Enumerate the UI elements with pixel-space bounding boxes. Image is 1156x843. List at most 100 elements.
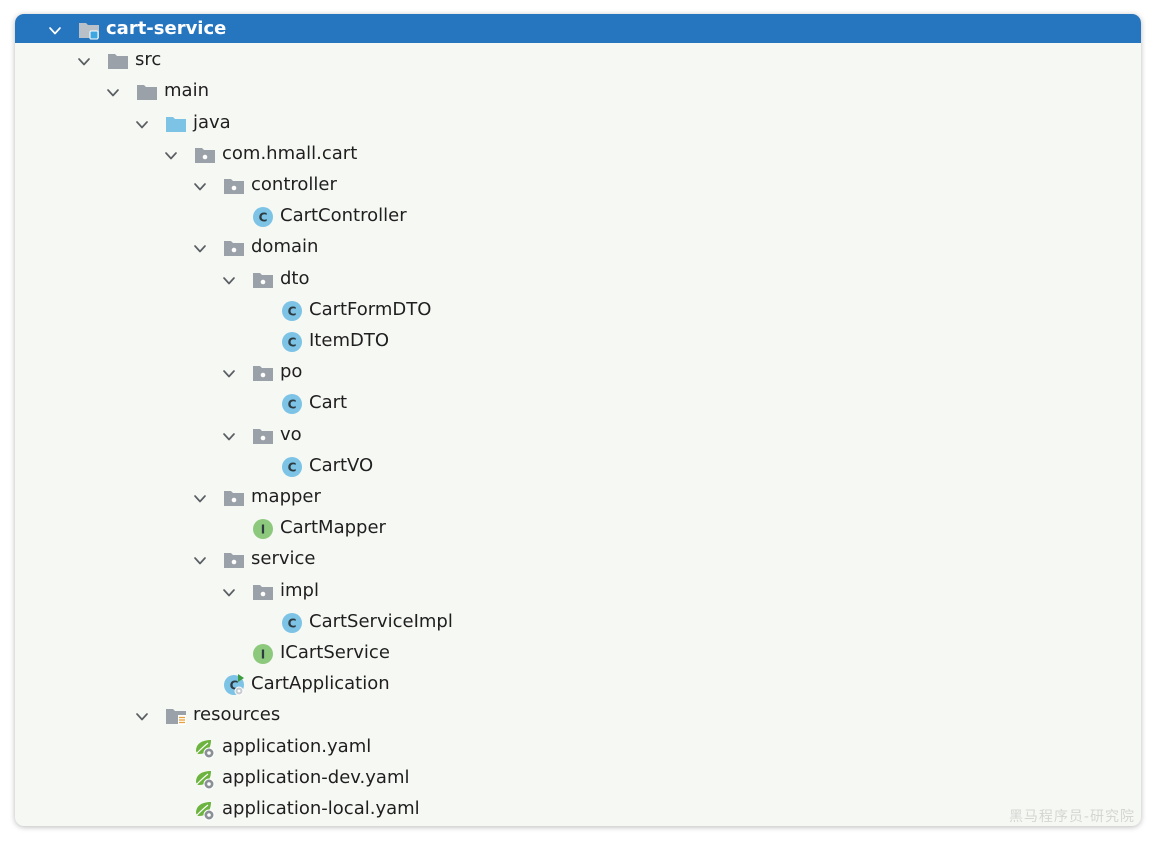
class-icon: C <box>281 331 303 353</box>
resources-folder-icon <box>165 705 187 727</box>
svg-text:C: C <box>288 616 297 630</box>
tree-item-java[interactable]: java <box>15 108 1141 139</box>
chevron-down-icon[interactable] <box>193 178 207 192</box>
tree-item-cart[interactable]: C Cart <box>15 388 1141 419</box>
chevron-down-icon[interactable] <box>193 240 207 254</box>
chevron-down-icon[interactable] <box>164 147 178 161</box>
tree-item-label: ItemDTO <box>309 330 389 351</box>
spring-boot-app-icon: C <box>223 674 245 696</box>
chevron-down-icon[interactable] <box>222 584 236 598</box>
tree-item-label: resources <box>193 704 281 726</box>
watermark: 黑马程序员-研究院 <box>1008 809 1135 825</box>
chevron-down-icon[interactable] <box>193 490 207 504</box>
tree-item-label: com.hmall.cart <box>222 142 358 164</box>
chevron-down-icon[interactable] <box>135 708 149 722</box>
package-icon <box>252 581 274 603</box>
tree-item-label: src <box>135 49 162 71</box>
tree-item-cartformdto[interactable]: C CartFormDTO <box>15 295 1141 326</box>
tree-item-label: po <box>280 361 303 383</box>
tree-item-label: dto <box>280 267 310 289</box>
tree-item-label: CartVO <box>309 454 374 476</box>
package-icon <box>223 175 245 197</box>
folder-icon <box>107 50 129 72</box>
class-icon: C <box>281 456 303 478</box>
tree-item-main[interactable]: main <box>15 76 1141 107</box>
svg-text:C: C <box>259 211 268 225</box>
chevron-down-icon[interactable] <box>193 552 207 566</box>
chevron-down-icon[interactable] <box>222 272 236 286</box>
tree-item-label: domain <box>251 236 319 258</box>
tree-item-cartcontroller[interactable]: C CartController <box>15 201 1141 232</box>
interface-icon: I <box>252 518 274 540</box>
tree-item-cartapplication[interactable]: C CartApplication <box>15 669 1141 700</box>
tree-item-label: main <box>164 80 209 102</box>
tree-item-com-hmall-cart[interactable]: com.hmall.cart <box>15 139 1141 170</box>
chevron-down-icon[interactable] <box>222 365 236 379</box>
tree-item-label: CartController <box>280 205 407 227</box>
package-icon <box>223 237 245 259</box>
tree-item-label: application.yaml <box>222 735 372 757</box>
chevron-down-icon[interactable] <box>135 116 149 130</box>
tree-item-icartservice[interactable]: I ICartService <box>15 638 1141 669</box>
tree-item-cartserviceimpl[interactable]: C CartServiceImpl <box>15 607 1141 638</box>
tree-item-po[interactable]: po <box>15 357 1141 388</box>
tree-item-label: CartServiceImpl <box>309 610 453 632</box>
svg-text:I: I <box>261 523 265 537</box>
tree-item-cartvo[interactable]: C CartVO <box>15 451 1141 482</box>
package-icon <box>223 487 245 509</box>
tree-item-cartmapper[interactable]: I CartMapper <box>15 513 1141 544</box>
tree-item-domain[interactable]: domain <box>15 232 1141 263</box>
tree-item-label: controller <box>251 174 337 195</box>
tree-item-label: ICartService <box>280 642 390 663</box>
tree-item-impl[interactable]: impl <box>15 576 1141 607</box>
tree-item-resources[interactable]: resources <box>15 700 1141 731</box>
source-folder-icon <box>165 113 187 135</box>
module-folder-icon <box>78 19 100 41</box>
chevron-down-icon[interactable] <box>48 22 62 36</box>
chevron-down-icon[interactable] <box>106 84 120 98</box>
package-icon <box>252 362 274 384</box>
tree-item-service[interactable]: service <box>15 544 1141 575</box>
tree-item-label: service <box>251 548 316 570</box>
interface-icon: I <box>252 643 274 665</box>
tree-item-label: CartMapper <box>280 517 386 539</box>
tree-item-label: vo <box>280 423 302 445</box>
folder-icon <box>136 81 158 103</box>
class-icon: C <box>252 206 274 228</box>
tree-item-mapper[interactable]: mapper <box>15 482 1141 513</box>
spring-config-icon <box>194 768 216 790</box>
tree-item-dto[interactable]: dto <box>15 264 1141 295</box>
svg-text:C: C <box>288 398 297 412</box>
tree-item-vo[interactable]: vo <box>15 420 1141 451</box>
tree-item-controller[interactable]: controller <box>15 170 1141 201</box>
tree-item-src[interactable]: src <box>15 45 1141 76</box>
chevron-down-icon[interactable] <box>77 53 91 67</box>
package-icon <box>252 269 274 291</box>
spring-config-icon <box>194 799 216 821</box>
class-icon: C <box>281 393 303 415</box>
tree-item-label: impl <box>280 579 319 601</box>
package-icon <box>252 425 274 447</box>
tree-item-label: cart-service <box>106 18 227 39</box>
package-icon <box>223 549 245 571</box>
tree-item-itemdto[interactable]: C ItemDTO <box>15 326 1141 357</box>
svg-text:I: I <box>261 648 265 662</box>
svg-text:C: C <box>288 304 297 318</box>
chevron-down-icon[interactable] <box>222 428 236 442</box>
tree-item-label: CartFormDTO <box>309 298 432 320</box>
svg-text:C: C <box>288 336 297 350</box>
tree-item-label: java <box>193 111 231 133</box>
spring-config-icon <box>194 737 216 759</box>
tree-item-label: mapper <box>251 486 321 507</box>
tree-item-application-local-yaml[interactable]: application-local.yaml <box>15 794 1141 825</box>
tree-item-application-yaml[interactable]: application.yaml <box>15 732 1141 763</box>
tree-item-label: CartApplication <box>251 673 390 695</box>
package-icon <box>194 144 216 166</box>
svg-text:C: C <box>230 679 239 693</box>
tree-item-cart-service[interactable]: cart-service <box>15 14 1141 43</box>
tree-item-label: Cart <box>309 392 348 414</box>
class-icon: C <box>281 612 303 634</box>
tree-item-application-dev-yaml[interactable]: application-dev.yaml <box>15 763 1141 794</box>
class-icon: C <box>281 300 303 322</box>
